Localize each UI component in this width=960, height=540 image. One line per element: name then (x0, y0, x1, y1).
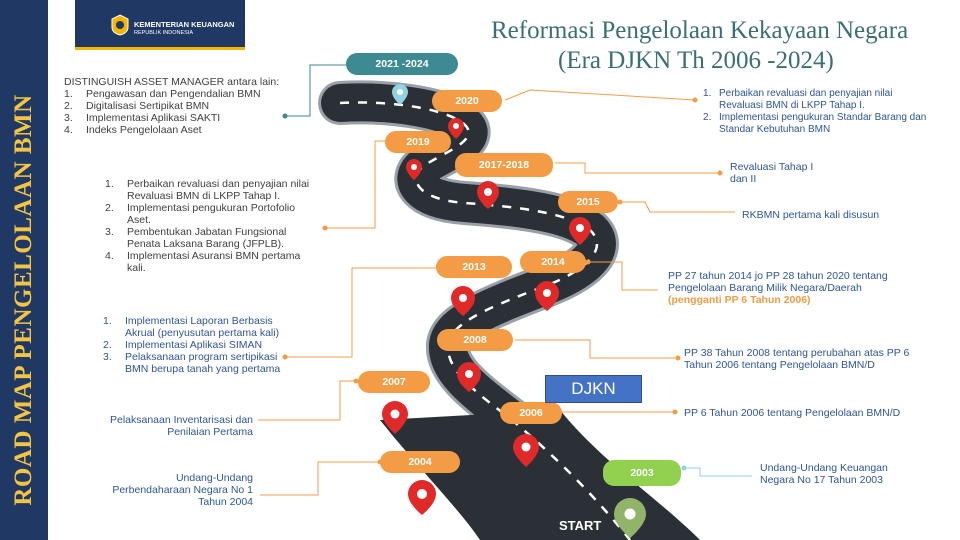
connector-2007 (258, 380, 356, 421)
note-2015: RKBMN pertama kali disusun (742, 209, 880, 221)
pin-icon (406, 159, 422, 180)
year-pill-2017-2018: 2017-2018 (455, 153, 553, 177)
note-2019: 1.Perbaikan revaluasi dan penyajian nila… (105, 178, 310, 274)
year-pill-2014: 2014 (520, 251, 586, 273)
year-pill-2019: 2019 (385, 131, 451, 153)
pin-icon (392, 84, 408, 105)
note-2021-item: 1.Pengawasan dan Pengendalian BMN (64, 88, 261, 100)
pin-icon (382, 401, 408, 434)
pin-icon (569, 217, 591, 245)
pin-icon (448, 118, 464, 139)
note-2017-2018: Revaluasi Tahap I dan II (730, 161, 814, 185)
note-2021-2024: DISTINGUISH ASSET MANAGER antara lain: 1… (64, 76, 289, 136)
pin-icon (614, 498, 646, 538)
year-pill-2013: 2013 (436, 256, 512, 278)
note-2014: PP 27 tahun 2014 jo PP 28 tahun 2020 ten… (668, 270, 908, 306)
note-2004: Undang-Undang Perbendaharaan Negara No 1… (112, 472, 253, 508)
page-title-line2: (Era DJKN Th 2006 -2024) (558, 47, 834, 74)
pin-icon (477, 181, 499, 209)
logo-line2: REPUBLIK INDONESIA (134, 30, 193, 36)
connector-2003 (684, 467, 752, 477)
note-2014-main: PP 27 tahun 2014 jo PP 28 tahun 2020 ten… (668, 270, 888, 294)
year-pill-2008: 2008 (437, 329, 513, 351)
note-2008: PP 38 Tahun 2008 tentang perubahan atas … (684, 347, 910, 371)
note-2014-replacement: (pengganti PP 6 Tahun 2006) (668, 294, 811, 306)
note-2021-item: 2.Digitalisasi Sertipikat BMN (64, 100, 210, 112)
connector-2015 (620, 201, 735, 213)
ministry-logo-box (75, 0, 245, 50)
note-2021-item: 4.Indeks Pengelolaan Aset (64, 124, 202, 136)
note-2007: Pelaksanaan Inventarisasi dan Penilaian … (109, 414, 253, 438)
note-2013: 1.Implementasi Laporan Berbasis Akrual (… (103, 315, 281, 375)
note-2021-intro: DISTINGUISH ASSET MANAGER antara lain: (64, 76, 280, 88)
note-2003: Undang-Undang Keuangan Negara No 17 Tahu… (760, 462, 888, 486)
note-2020: 1.Perbaikan revaluasi dan penyajian nila… (703, 88, 927, 135)
pin-icon (408, 480, 436, 515)
sidebar-band: ROAD MAP PENGELOLAAN BMN (0, 0, 48, 540)
connector-2020 (504, 89, 696, 101)
map-pins (382, 84, 646, 538)
connector-2014 (588, 261, 658, 291)
year-pill-2015: 2015 (558, 191, 618, 213)
pin-icon (535, 281, 559, 311)
ministry-emblem-icon (111, 14, 129, 36)
djkn-label: DJKN (545, 375, 642, 403)
start-label: START (559, 518, 602, 533)
pin-icon (451, 286, 475, 316)
year-pill-2006: 2006 (500, 402, 562, 424)
page-title-line1: Reformasi Pengelolaan Kekayaan Negara (491, 17, 909, 44)
connector-lines (258, 64, 752, 496)
year-pill-2003: 2003 (603, 460, 681, 486)
connector-2021 (285, 64, 346, 117)
connector-2017 (555, 162, 720, 174)
year-pill-2007: 2007 (358, 371, 430, 393)
connector-2019 (325, 140, 385, 229)
year-pill-2020: 2020 (432, 90, 502, 112)
connector-2008 (515, 339, 678, 359)
note-2006: PP 6 Tahun 2006 tentang Pengelolaan BMN/… (684, 407, 901, 419)
year-pill-2004: 2004 (380, 451, 460, 473)
logo-line1: KEMENTERIAN KEUANGAN (134, 20, 235, 29)
note-2021-item: 3.Implementasi Aplikasi SAKTI (64, 112, 221, 124)
pin-icon (513, 434, 539, 467)
year-pill-2021-2024: 2021 -2024 (346, 53, 458, 75)
connector-2004 (260, 461, 380, 496)
connector-2013 (285, 267, 436, 358)
pin-icon (457, 362, 481, 392)
